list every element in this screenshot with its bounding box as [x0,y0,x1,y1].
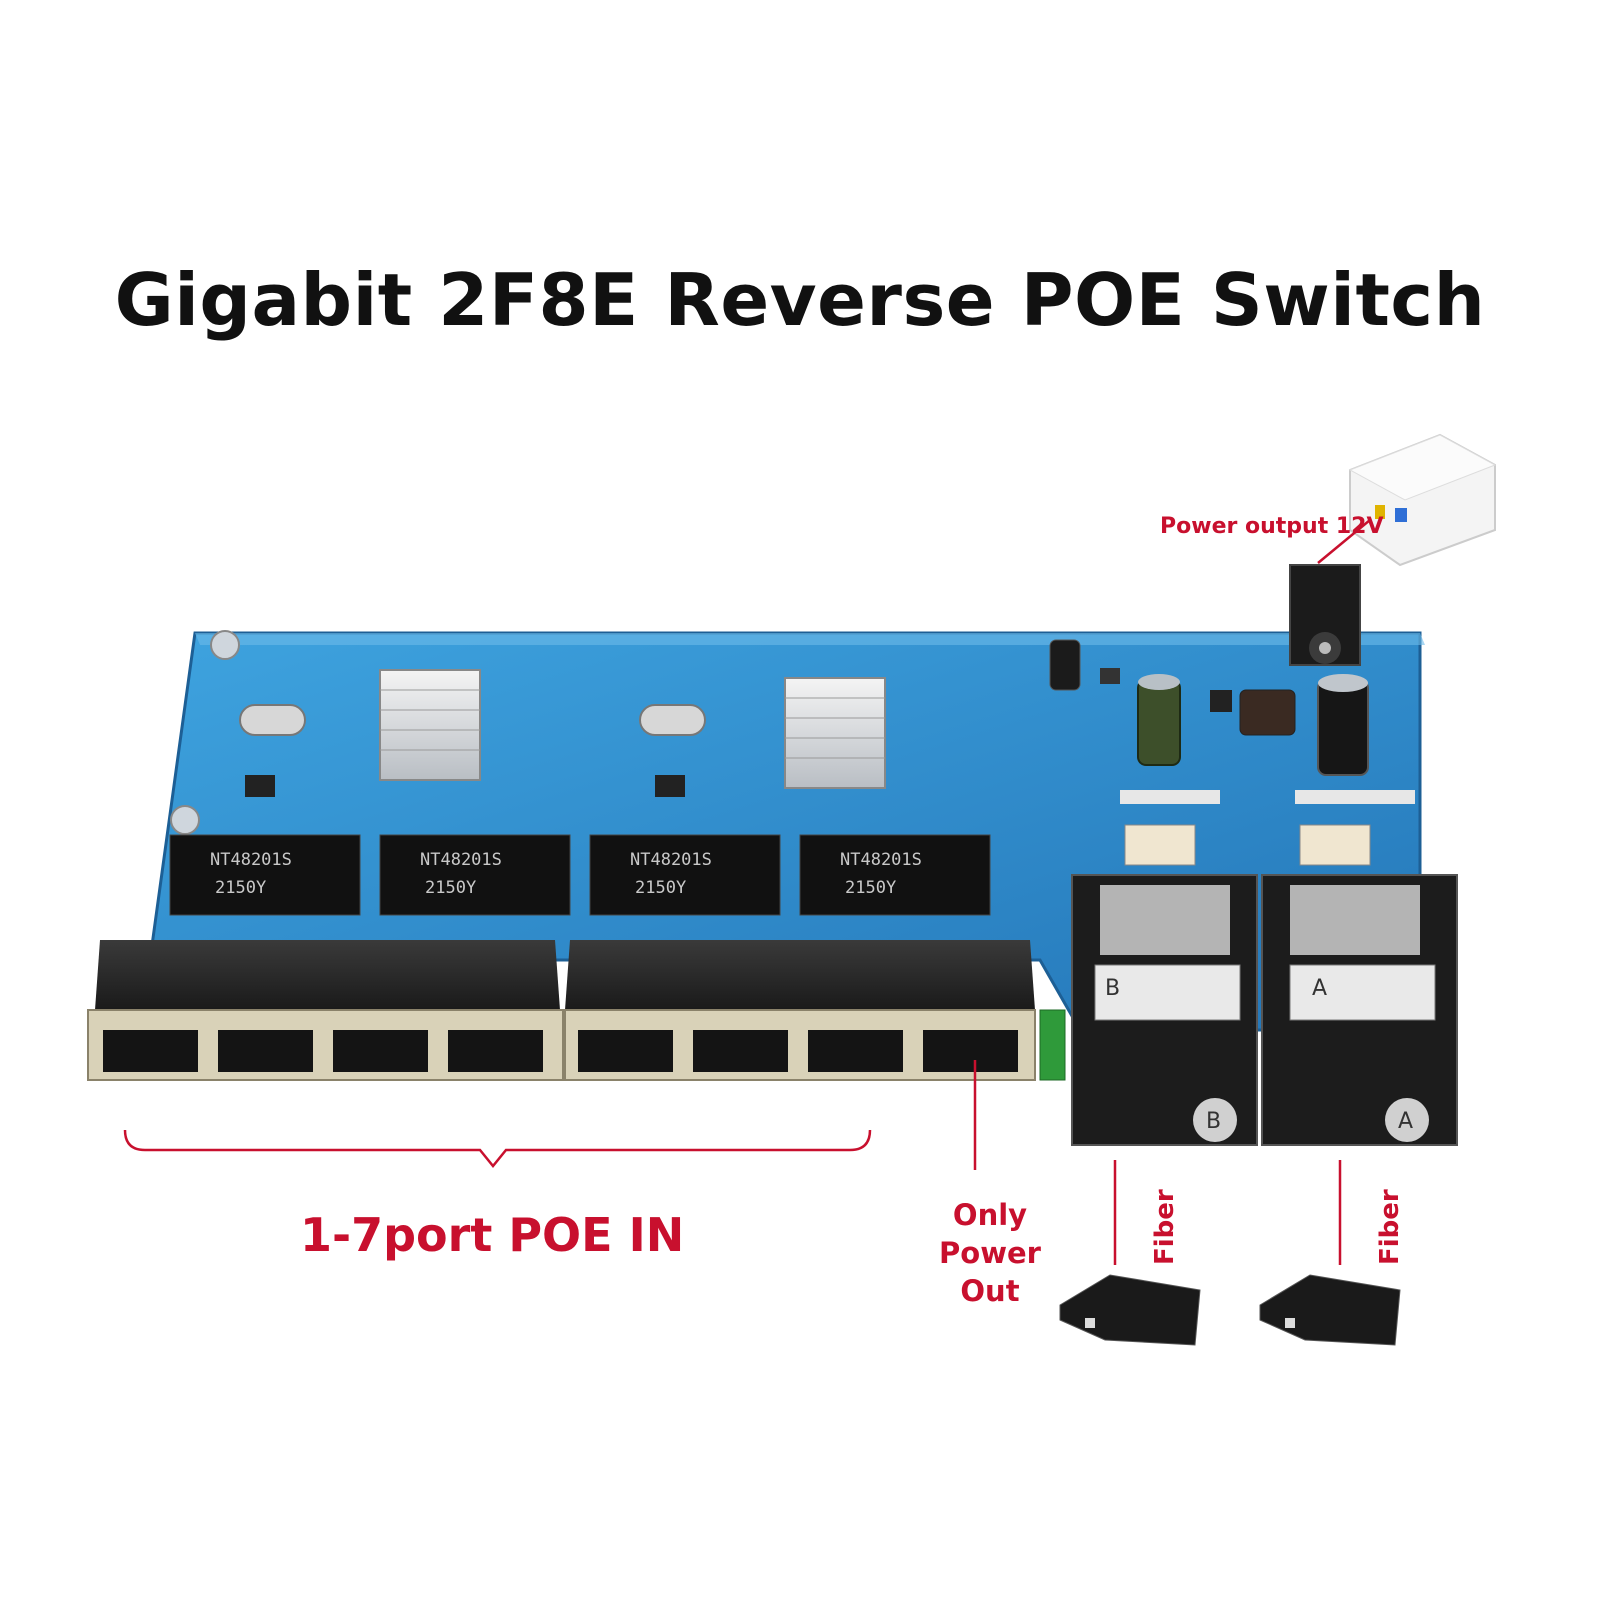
heatsink-right [784,677,886,789]
onu-device [1348,433,1497,567]
inductor [1239,689,1296,736]
chip-label: NT48201S [420,850,502,870]
mounting-holes [170,630,240,835]
chip-label-2: 2150Y [635,878,686,898]
fiber-module-b: B B [1071,874,1258,1146]
rj45-port-7 [808,1030,903,1072]
module-tag-a: A [1312,976,1327,1001]
media-converter-right [1259,1274,1401,1346]
rj45-ports [103,1030,1018,1072]
crystal-left [239,704,306,736]
transformer-chip-4: NT48201S 2150Y [799,834,991,916]
green-terminal [1039,1009,1066,1081]
fiber-label-a: Fiber [1375,1189,1405,1265]
chip-label: NT48201S [210,850,292,870]
rj45-port-8 [923,1030,1018,1072]
heatsink-left [379,669,481,781]
power-out-label-line2: Power Out [939,1236,1041,1308]
transformer-chip-1: NT48201S 2150Y [169,834,361,916]
poe-in-bracket [123,1129,872,1168]
chip-label: NT48201S [840,850,922,870]
poe-in-label: 1-7port POE IN [300,1208,685,1262]
module-badge-a: A [1398,1109,1413,1134]
chip-label-2: 2150Y [425,878,476,898]
page-title: Gigabit 2F8E Reverse POE Switch [114,258,1486,342]
rj45-port-1 [103,1030,198,1072]
chip-label: NT48201S [630,850,712,870]
rj45-port-3 [333,1030,428,1072]
rj45-port-4 [448,1030,543,1072]
crystal-right [639,704,706,736]
fiber-label-b: Fiber [1150,1189,1180,1265]
transformer-chip-3: NT48201S 2150Y [589,834,781,916]
transformer-chip-2: NT48201S 2150Y [379,834,571,916]
chip-label-2: 2150Y [215,878,266,898]
capacitors [1049,639,1369,776]
module-badge-b: B [1206,1109,1221,1134]
power-output-label: Power output 12V [1160,514,1384,539]
rj45-port-2 [218,1030,313,1072]
chip-label-2: 2150Y [845,878,896,898]
rj45-port-5 [578,1030,673,1072]
power-output-leader [1317,519,1371,564]
power-out-label: Only Power Out [910,1196,1070,1310]
dc-power-jack [1289,564,1361,666]
media-converter-left [1059,1274,1201,1346]
power-out-label-line1: Only [952,1198,1028,1232]
module-tag-b: B [1105,976,1120,1001]
fiber-module-a: A A [1261,874,1458,1146]
rj45-port-6 [693,1030,788,1072]
annotation-lines [123,519,1371,1265]
